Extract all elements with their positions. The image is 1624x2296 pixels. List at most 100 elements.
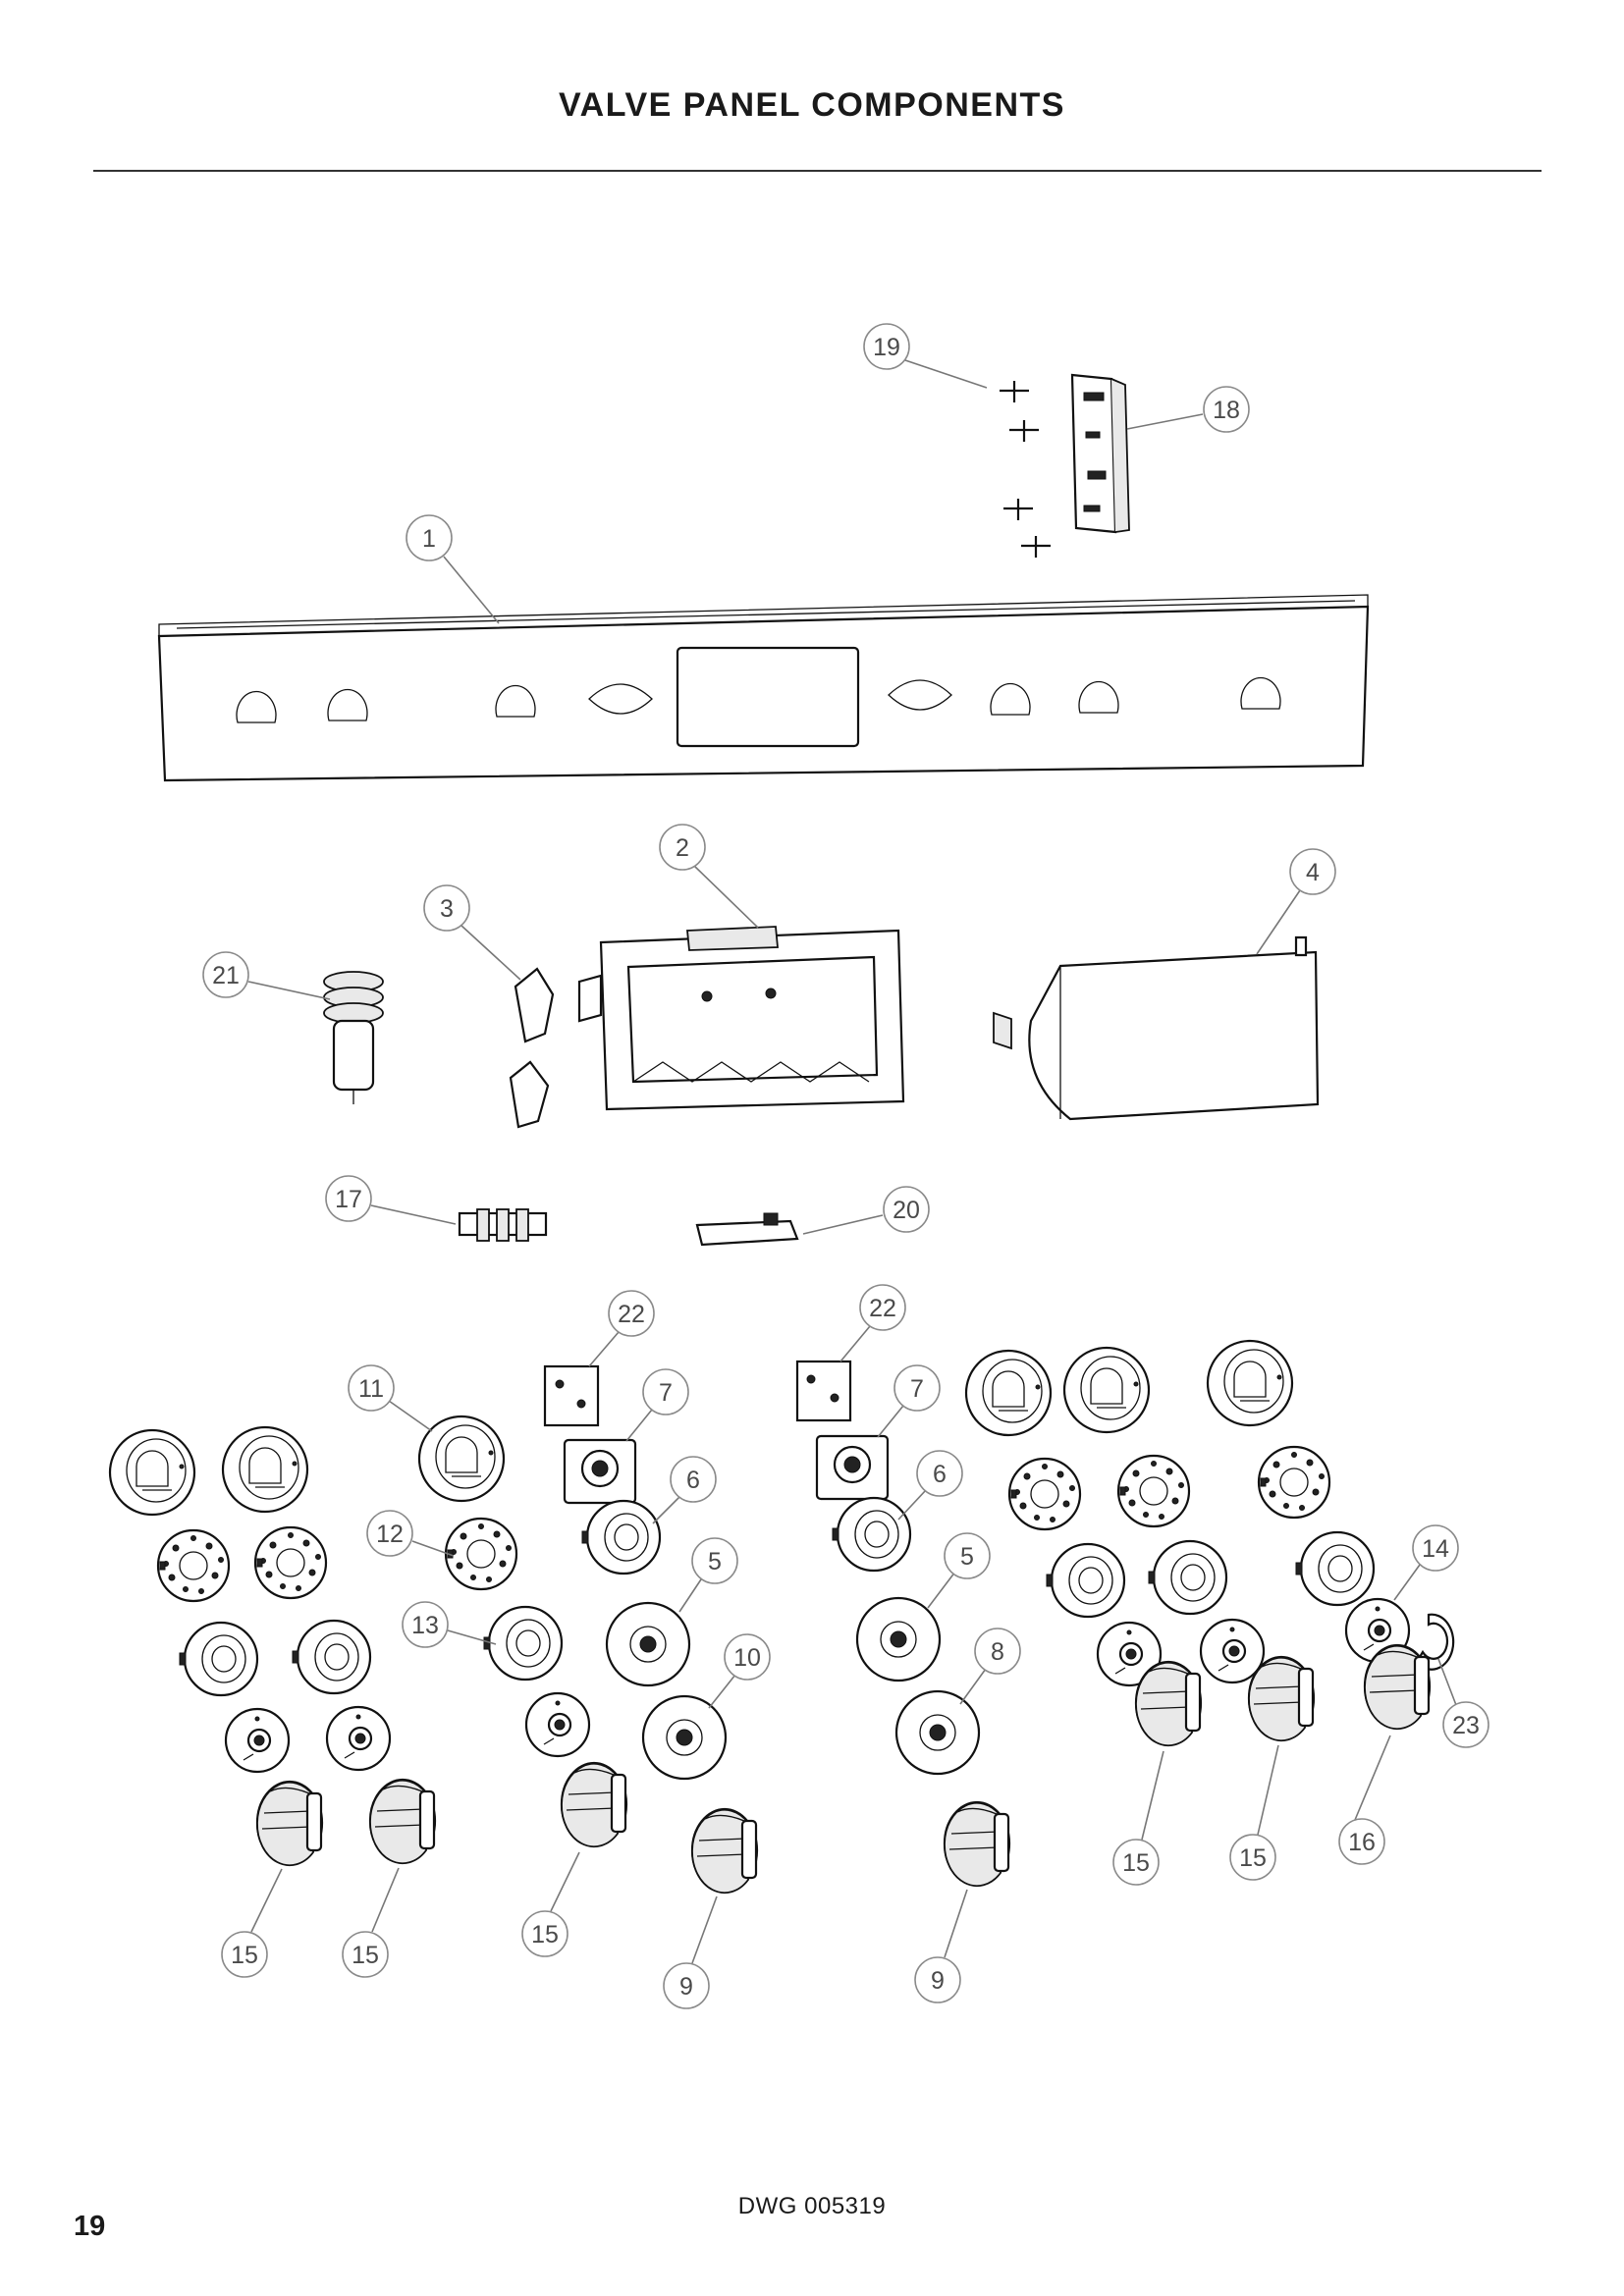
callout-8: 8	[974, 1628, 1021, 1675]
callout-label: 6	[686, 1467, 700, 1494]
callout-7: 7	[642, 1368, 689, 1415]
callout-label: 22	[869, 1295, 896, 1322]
callout-label: 6	[933, 1461, 947, 1488]
callout-label: 3	[440, 895, 454, 923]
callout-label: 14	[1422, 1535, 1449, 1563]
title-divider	[93, 170, 1542, 172]
valve-panel-frame	[577, 926, 905, 1111]
callout-22: 22	[608, 1290, 655, 1337]
callout-circle	[366, 1510, 413, 1557]
callout-label: 9	[679, 1973, 693, 2001]
callout-20: 20	[883, 1186, 930, 1233]
callout-11: 11	[348, 1364, 395, 1412]
callout-5: 5	[944, 1532, 991, 1579]
callout-18: 18	[1203, 386, 1250, 433]
callout-14: 14	[1412, 1524, 1459, 1572]
connector-housing	[695, 1212, 799, 1247]
callout-15: 15	[521, 1910, 568, 1957]
callout-label: 22	[618, 1301, 645, 1328]
callout-circle	[663, 1962, 710, 2009]
callout-9: 9	[914, 1956, 961, 2003]
mounting-clips	[1000, 381, 1051, 558]
callout-label: 10	[733, 1644, 761, 1672]
callout-label: 7	[910, 1375, 924, 1403]
callout-circle	[724, 1633, 771, 1681]
callout-circle	[916, 1450, 963, 1497]
page-title: VALVE PANEL COMPONENTS	[559, 86, 1065, 124]
callout-circle	[1112, 1839, 1160, 1886]
callout-circle	[974, 1628, 1021, 1675]
callout-15: 15	[342, 1931, 389, 1978]
callout-13: 13	[402, 1601, 449, 1648]
callout-circle	[1229, 1834, 1276, 1881]
callout-circle	[1442, 1701, 1489, 1748]
callout-15: 15	[1112, 1839, 1160, 1886]
callout-22: 22	[859, 1284, 906, 1331]
callout-label: 15	[352, 1942, 379, 1969]
callout-circle	[659, 824, 706, 871]
trim-rings	[580, 1496, 912, 1575]
callout-circle	[608, 1290, 655, 1337]
callout-6: 6	[670, 1456, 717, 1503]
small-circuit-boards	[543, 1360, 852, 1427]
valve-panel-fascia	[157, 594, 1370, 782]
callout-5: 5	[691, 1537, 738, 1584]
callout-circle	[1203, 386, 1250, 433]
callout-circle	[1338, 1818, 1385, 1865]
leader-lines	[247, 358, 1457, 1964]
knob-rings	[178, 1530, 1376, 1697]
callout-circle	[670, 1456, 717, 1503]
callout-circle	[202, 951, 249, 998]
callout-circle	[521, 1910, 568, 1957]
callout-circle	[342, 1931, 389, 1978]
callout-label: 21	[212, 962, 240, 989]
callout-2: 2	[659, 824, 706, 871]
control-cover	[993, 935, 1320, 1121]
callout-19: 19	[863, 323, 910, 370]
callout-label: 8	[991, 1638, 1004, 1666]
callout-label: 15	[531, 1921, 559, 1949]
callout-4: 4	[1289, 848, 1336, 895]
callout-label: 1	[422, 525, 436, 553]
callout-10: 10	[724, 1633, 771, 1681]
dial-assemblies	[605, 1596, 942, 1687]
callout-label: 5	[960, 1543, 974, 1571]
callout-label: 2	[676, 834, 689, 862]
callout-circle	[914, 1956, 961, 2003]
callout-16: 16	[1338, 1818, 1385, 1865]
page-number: 19	[74, 2211, 106, 2242]
callout-label: 23	[1452, 1712, 1480, 1739]
callout-circle	[893, 1364, 941, 1412]
callout-circle	[691, 1537, 738, 1584]
callout-label: 13	[411, 1612, 439, 1639]
callout-label: 17	[335, 1186, 362, 1213]
callout-label: 19	[873, 334, 900, 361]
callout-circle	[325, 1175, 372, 1222]
callout-12: 12	[366, 1510, 413, 1557]
rotary-switches	[563, 1434, 890, 1505]
callout-15: 15	[221, 1931, 268, 1978]
callout-circle	[859, 1284, 906, 1331]
callout-9: 9	[663, 1962, 710, 2009]
callout-circle	[1412, 1524, 1459, 1572]
callout-label: 15	[1239, 1844, 1267, 1872]
callout-circle	[883, 1186, 930, 1233]
callout-label: 15	[1122, 1849, 1150, 1877]
callout-7: 7	[893, 1364, 941, 1412]
terminal-block	[458, 1208, 548, 1242]
callout-circle	[1289, 848, 1336, 895]
callout-label: 4	[1306, 859, 1320, 886]
callout-label: 16	[1348, 1829, 1376, 1856]
callout-15: 15	[1229, 1834, 1276, 1881]
callout-21: 21	[202, 951, 249, 998]
callout-3: 3	[423, 884, 470, 932]
switch-modules	[509, 967, 555, 1129]
callout-23: 23	[1442, 1701, 1489, 1748]
callout-circle	[423, 884, 470, 932]
callout-label: 9	[931, 1967, 945, 1995]
callout-1: 1	[406, 514, 453, 561]
callout-circle	[642, 1368, 689, 1415]
solenoid-valve	[323, 971, 384, 1104]
